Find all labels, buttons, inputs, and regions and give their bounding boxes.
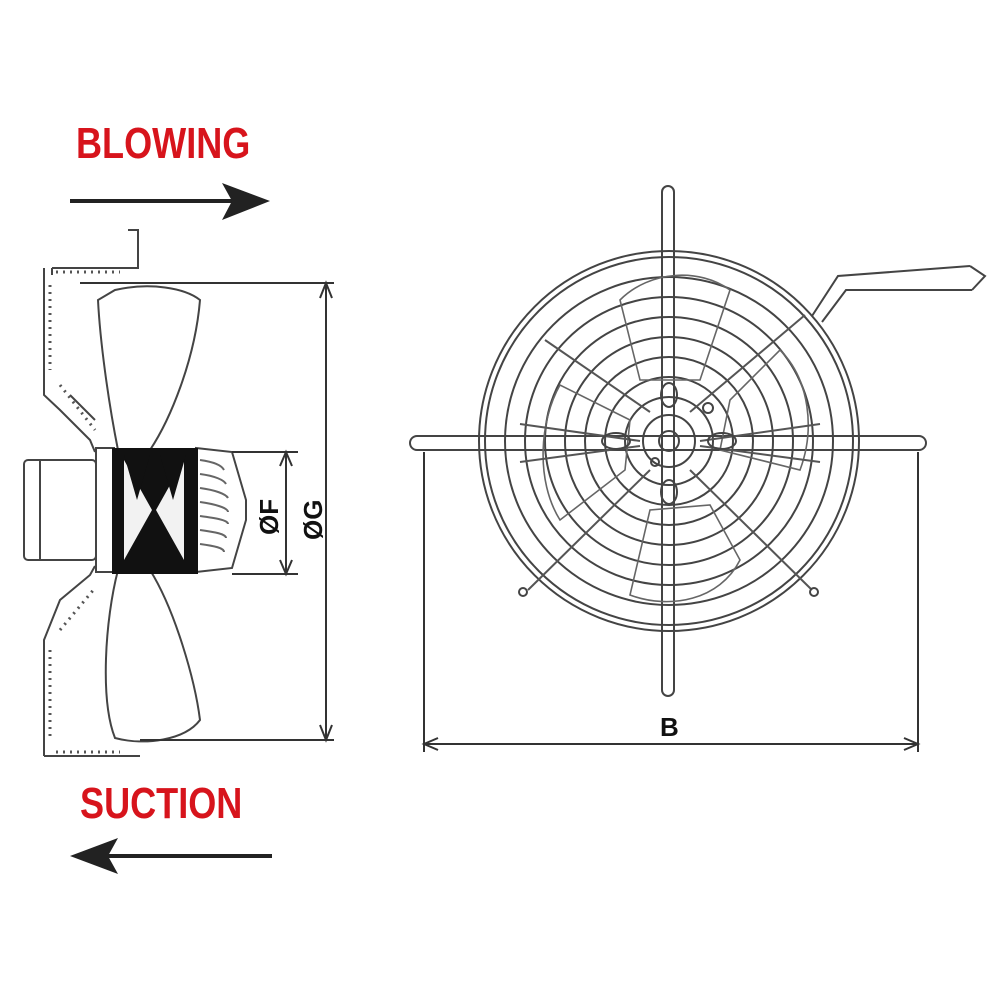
blowing-arrow [70,183,270,220]
hub-block [112,448,198,574]
housing-bottom [43,565,96,756]
suction-label: SUCTION [80,779,243,828]
dimension-g-label: ØG [298,500,328,540]
vertical-mount-rail [661,185,675,697]
dimension-b [421,452,921,752]
housing-top [43,268,96,453]
front-hub [642,414,696,468]
dimension-f-label: ØF [254,499,284,535]
spoke-clips [518,382,819,597]
cable-upper [811,265,971,317]
suction-arrow [70,838,272,874]
blowing-label: BLOWING [76,119,251,168]
dimension-f [232,449,298,577]
dimension-g [80,280,334,743]
motor-rear-cap [23,459,97,561]
mount-bracket [52,229,139,269]
fan-blade-lower [104,569,202,743]
fan-blades-front [542,274,809,603]
cable-lower [821,289,972,323]
fan-blade-upper [96,285,202,451]
dimension-b-label: B [660,712,679,742]
horizontal-mount-rail [409,435,927,451]
front-shaft [658,430,680,452]
guard-rings [478,250,860,632]
fan-front-view [409,185,987,697]
